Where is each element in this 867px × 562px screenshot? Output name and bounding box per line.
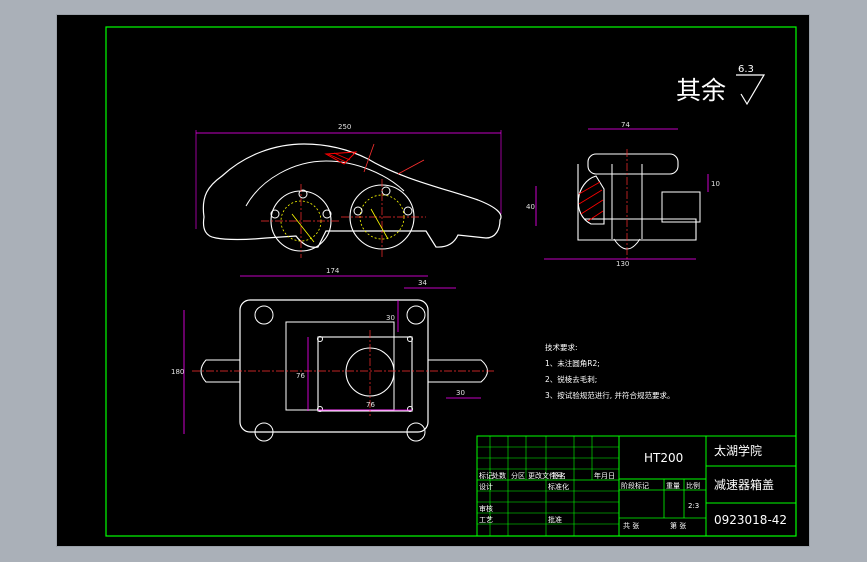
dim-side-width-lower: 130 <box>616 260 629 268</box>
tb-check: 审核 <box>479 504 493 513</box>
tb-school: 太湖学院 <box>714 443 762 458</box>
bolt-hole <box>270 209 280 219</box>
tb-weight-header: 重量 <box>666 482 680 490</box>
tb-scale: 2:3 <box>688 502 699 510</box>
title-block-border <box>476 435 797 537</box>
bolt-hole <box>353 206 363 216</box>
front-view-outline <box>202 143 502 248</box>
side-view-bore <box>611 164 643 239</box>
dim-side-width: 74 <box>621 121 630 129</box>
front-view-inner-arc <box>245 160 405 207</box>
tb-date: 年月日 <box>594 471 615 480</box>
finish-value: 6.3 <box>738 64 754 75</box>
bolt-hole <box>322 209 332 219</box>
mounting-hole <box>406 422 426 442</box>
screw-hole <box>317 336 323 342</box>
tb-stage-header: 阶段标记 <box>621 481 649 490</box>
tb-signature: 签名 <box>552 471 566 480</box>
surface-finish-symbol: 其余 6.3 <box>676 64 766 106</box>
dim-top-inner: 30 <box>386 314 395 322</box>
tb-design: 设计 <box>479 482 493 491</box>
tb-zone: 分区 <box>511 471 525 480</box>
top-view-outline <box>239 299 429 433</box>
title-block: 标记 处数 分区 更改文件号 签名 年月日 设计 标准化 审核 工艺 批准 HT… <box>476 435 797 537</box>
side-view-top <box>587 153 679 175</box>
bolt-hole <box>403 206 413 216</box>
hatch-line <box>578 189 603 205</box>
tech-req-title: 技术要求: <box>545 342 578 352</box>
top-view: 174 34 180 30 30 76 76 <box>171 267 496 442</box>
tb-standardize: 标准化 <box>548 482 569 491</box>
dim-top-small: 30 <box>456 389 465 397</box>
drawing-canvas: 其余 6.3 <box>56 14 810 547</box>
dim-plate-width: 76 <box>366 401 375 409</box>
tb-doc-no: 更改文件号 <box>528 471 563 480</box>
tb-sheet-no: 第 张 <box>670 521 686 530</box>
dim-top-height: 180 <box>171 368 184 376</box>
bolt-hole <box>298 189 308 199</box>
dim-side-height: 40 <box>526 203 535 211</box>
mounting-hole <box>254 422 274 442</box>
lifting-lug-left <box>200 359 240 383</box>
hatch-line <box>587 210 604 222</box>
tech-req-item-3: 3、按试验规范进行, 并符合规范要求。 <box>545 390 675 400</box>
dim-top-offset: 34 <box>418 279 427 287</box>
tb-part-name: 减速器箱盖 <box>714 477 774 492</box>
tb-sheets-total: 共 张 <box>623 521 639 530</box>
leader-line <box>291 213 315 243</box>
tech-req-item-2: 2、锐棱去毛刺; <box>545 374 597 384</box>
leader-line <box>370 208 389 240</box>
tb-scale-header: 比例 <box>686 481 700 490</box>
tb-approve: 批准 <box>548 515 562 524</box>
dim-side-small: 10 <box>711 180 720 188</box>
outer-sheet-border <box>56 14 810 547</box>
hatch-line <box>333 152 351 161</box>
hatch-line <box>327 153 347 163</box>
tech-req-item-1: 1、未注圆角R2; <box>545 358 600 368</box>
tb-drawing-no: 0923018-42 <box>714 513 787 527</box>
top-view-inner <box>285 321 395 411</box>
drawing-viewport[interactable]: 其余 6.3 <box>56 14 810 547</box>
finish-label: 其余 <box>676 76 726 105</box>
tb-count: 处数 <box>492 471 506 480</box>
hatch-line <box>580 199 604 215</box>
dim-plate-height: 76 <box>296 372 305 380</box>
side-view: 74 130 40 10 <box>526 121 720 268</box>
tb-material: HT200 <box>644 451 683 465</box>
tb-mark: 标记 <box>479 471 493 480</box>
screw-hole <box>317 406 323 412</box>
side-view-flange <box>661 191 701 223</box>
bolt-hole <box>381 186 391 196</box>
screw-hole <box>407 406 413 412</box>
tb-process: 工艺 <box>479 516 493 524</box>
finish-check-mark <box>736 74 766 106</box>
front-view: 250 <box>195 123 502 258</box>
technical-requirements: 技术要求: 1、未注圆角R2; 2、锐棱去毛刺; 3、按试验规范进行, 并符合规… <box>545 342 675 400</box>
drawing-frame <box>105 26 797 537</box>
mounting-hole <box>254 305 274 325</box>
dim-front-length: 250 <box>338 123 351 131</box>
hatch-line <box>578 181 601 195</box>
inspection-plate <box>317 336 413 412</box>
screw-hole <box>407 336 413 342</box>
mounting-hole <box>406 305 426 325</box>
dim-top-length: 174 <box>326 267 340 275</box>
front-section-hatch <box>324 151 358 165</box>
leader-line <box>397 159 425 175</box>
side-view-body <box>577 164 697 241</box>
side-view-section <box>577 175 605 225</box>
leader-line <box>363 143 375 173</box>
